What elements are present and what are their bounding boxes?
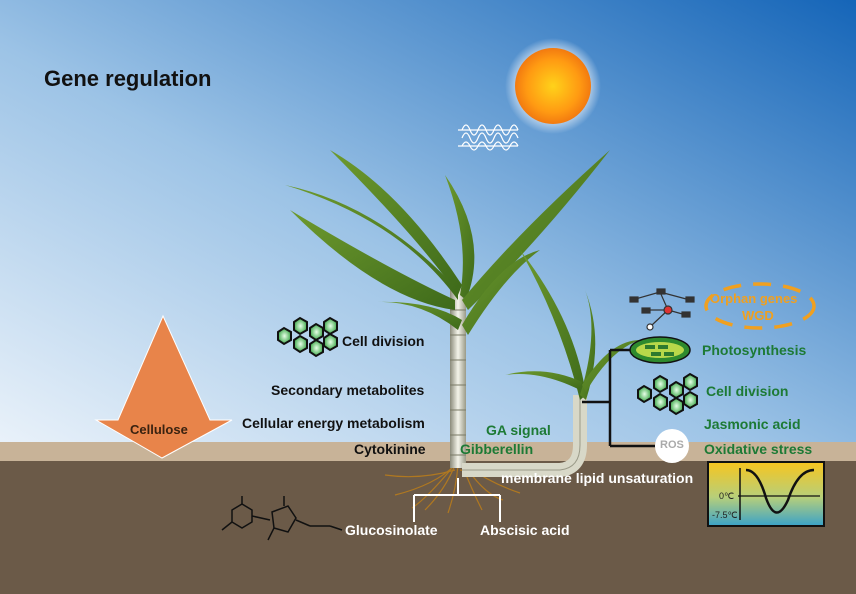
cell-division-left-label: Cell division bbox=[342, 333, 425, 349]
cellulose-arrow bbox=[94, 314, 233, 459]
ros-label: ROS bbox=[660, 439, 684, 451]
cellular-energy-label: Cellular energy metabolism bbox=[242, 415, 425, 431]
oxidative-stress-label: Oxidative stress bbox=[704, 441, 813, 457]
secondary-metabolites-label: Secondary metabolites bbox=[271, 382, 425, 398]
leaves bbox=[285, 150, 640, 400]
tiller-stem-outline bbox=[462, 395, 581, 471]
orphan-genes-label: Orphan genes bbox=[710, 291, 798, 306]
gibberellin-label: Gibberellin bbox=[460, 441, 534, 457]
abscisic-acid-label: Abscisic acid bbox=[480, 522, 570, 538]
wgd-label: WGD bbox=[742, 308, 774, 323]
cellulose-label: Cellulose bbox=[130, 422, 188, 437]
root-bracket bbox=[413, 478, 501, 522]
sun-icon bbox=[515, 48, 591, 124]
light-wave-icon bbox=[458, 124, 519, 151]
diagram-title: Gene regulation bbox=[44, 66, 212, 91]
temp-tick-minus: -7.5℃ bbox=[712, 510, 738, 520]
cell-division-right-label: Cell division bbox=[706, 383, 789, 399]
ga-signal-label: GA signal bbox=[486, 422, 551, 438]
cell-cluster-right-icon bbox=[637, 372, 698, 416]
main-stem bbox=[450, 288, 466, 468]
glucosinolate-label: Glucosinolate bbox=[345, 522, 438, 538]
temp-tick-zero: 0℃ bbox=[719, 491, 735, 501]
jasmonic-acid-label: Jasmonic acid bbox=[704, 416, 801, 432]
stem-nodes bbox=[450, 309, 466, 456]
membrane-lipid-label: membrane lipid unsaturation bbox=[501, 470, 694, 486]
temperature-inset bbox=[707, 461, 825, 527]
photosynthesis-label: Photosynthesis bbox=[702, 342, 807, 358]
gene-network-icon bbox=[629, 288, 695, 331]
cell-cluster-left-icon bbox=[277, 316, 338, 358]
orphan-genes-outline bbox=[704, 282, 816, 330]
ros-icon bbox=[655, 429, 689, 463]
chemical-structure-icon bbox=[221, 496, 343, 541]
cytokinine-label: Cytokinine bbox=[354, 441, 426, 457]
chloroplast-icon bbox=[629, 336, 691, 364]
right-bracket bbox=[582, 348, 655, 448]
